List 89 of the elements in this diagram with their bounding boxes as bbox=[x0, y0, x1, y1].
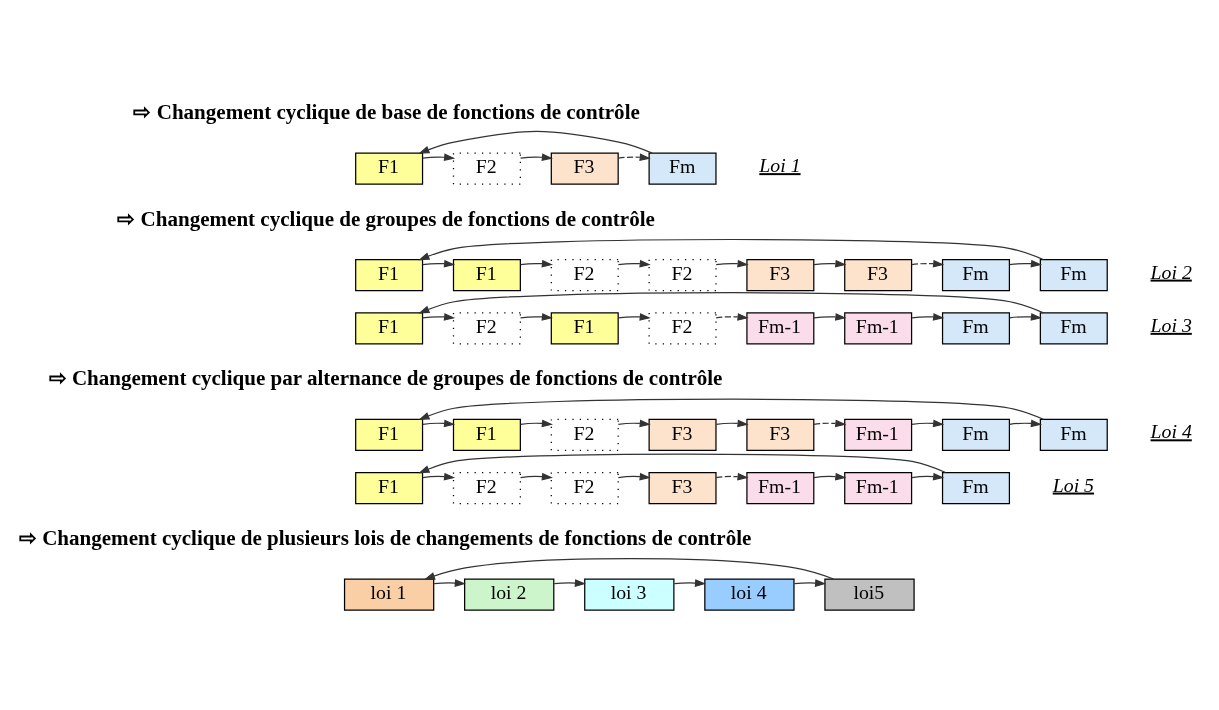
node-box: F2 bbox=[648, 312, 717, 345]
node-box: F1 bbox=[550, 312, 619, 345]
node-box: F2 bbox=[550, 418, 619, 451]
node-text: Loi 1 bbox=[759, 154, 801, 177]
arrow bbox=[422, 419, 456, 428]
node-box: F2 bbox=[452, 152, 521, 185]
node-box: loi5 bbox=[824, 578, 915, 611]
node-box: F3 bbox=[746, 418, 815, 451]
arrow bbox=[911, 419, 945, 428]
node-box: Fm bbox=[941, 312, 1010, 345]
node-box: Fm bbox=[1039, 259, 1108, 292]
arrow bbox=[519, 153, 553, 162]
arrow bbox=[423, 558, 835, 580]
node-box: F1 bbox=[355, 259, 424, 292]
arrow bbox=[813, 259, 847, 268]
arrow bbox=[813, 419, 847, 428]
arrow bbox=[422, 153, 456, 162]
node-box: F1 bbox=[355, 312, 424, 345]
node-box: Fm-1 bbox=[844, 472, 913, 505]
node-box: loi 2 bbox=[464, 578, 555, 611]
arrow bbox=[418, 292, 1045, 314]
node-box: Fm bbox=[941, 418, 1010, 451]
arrow bbox=[553, 579, 587, 587]
node-box: F1 bbox=[355, 418, 424, 451]
arrow bbox=[715, 313, 749, 321]
label: ⇨ Changement cyclique par alternance de groupes de fonctions de contrôle bbox=[48, 366, 723, 391]
arrow bbox=[519, 472, 553, 481]
arrow bbox=[673, 579, 707, 587]
arrow bbox=[519, 313, 553, 321]
arrow bbox=[422, 313, 456, 321]
node-box: Fm-1 bbox=[746, 472, 815, 505]
node-box: F3 bbox=[648, 418, 717, 451]
node-box: F1 bbox=[355, 152, 424, 185]
node-text: Loi 2 bbox=[1150, 260, 1192, 283]
arrow bbox=[715, 259, 749, 268]
node-box: F2 bbox=[452, 472, 521, 505]
arrow bbox=[519, 419, 553, 428]
node-box: F2 bbox=[452, 312, 521, 345]
node-text: Loi 5 bbox=[1052, 473, 1094, 496]
arrow bbox=[1009, 259, 1043, 268]
arrow bbox=[519, 259, 553, 268]
node-box: F3 bbox=[648, 472, 717, 505]
arrow bbox=[422, 259, 456, 268]
node-box: Fm-1 bbox=[844, 418, 913, 451]
node-box: Fm bbox=[1039, 418, 1108, 451]
arrow bbox=[793, 579, 827, 587]
node-box: F2 bbox=[648, 259, 717, 292]
arrow bbox=[911, 259, 945, 268]
arrow bbox=[617, 472, 651, 481]
arrow bbox=[433, 579, 466, 587]
arrow bbox=[617, 259, 651, 268]
node-box: F3 bbox=[550, 152, 619, 185]
node-box: loi 3 bbox=[584, 578, 675, 611]
arrow bbox=[813, 472, 847, 481]
node-box: Fm bbox=[648, 152, 717, 185]
node-box: Fm bbox=[1039, 312, 1108, 345]
arrow bbox=[418, 453, 947, 474]
label: ⇨ Changement cyclique de base de fonctions de contrôle bbox=[133, 100, 640, 125]
node-text: Loi 3 bbox=[1150, 313, 1192, 336]
arrow bbox=[715, 419, 749, 428]
node-box: F2 bbox=[550, 472, 619, 505]
arrow bbox=[617, 419, 651, 428]
node-box: Fm-1 bbox=[746, 312, 815, 345]
node-box: F2 bbox=[550, 259, 619, 292]
node-box: F1 bbox=[452, 259, 521, 292]
node-box: Fm bbox=[941, 259, 1010, 292]
node-box: F1 bbox=[355, 472, 424, 505]
node-box: Fm-1 bbox=[844, 312, 913, 345]
node-box: F1 bbox=[452, 418, 521, 451]
node-box: F3 bbox=[746, 259, 815, 292]
node-box: F3 bbox=[844, 259, 913, 292]
arrow bbox=[617, 313, 651, 321]
arrow bbox=[1009, 313, 1043, 321]
node-box: Fm bbox=[941, 472, 1010, 505]
arrow bbox=[715, 472, 749, 481]
node-text: Loi 4 bbox=[1150, 420, 1192, 443]
arrow bbox=[617, 153, 651, 162]
label: ⇨ Changement cyclique de plusieurs lois de changements de fonctions de contrôle bbox=[18, 526, 752, 551]
label: ⇨ Changement cyclique de groupes de fonctions de contrôle bbox=[117, 206, 655, 231]
arrow bbox=[813, 313, 847, 321]
arrow bbox=[418, 238, 1045, 261]
node-box: loi 4 bbox=[704, 578, 795, 611]
arrow bbox=[911, 472, 945, 481]
arrow bbox=[418, 398, 1045, 420]
node-box: loi 1 bbox=[343, 578, 435, 611]
arrow bbox=[1009, 419, 1043, 428]
arrow bbox=[418, 130, 653, 154]
arrow bbox=[422, 472, 456, 481]
arrow bbox=[911, 313, 945, 321]
